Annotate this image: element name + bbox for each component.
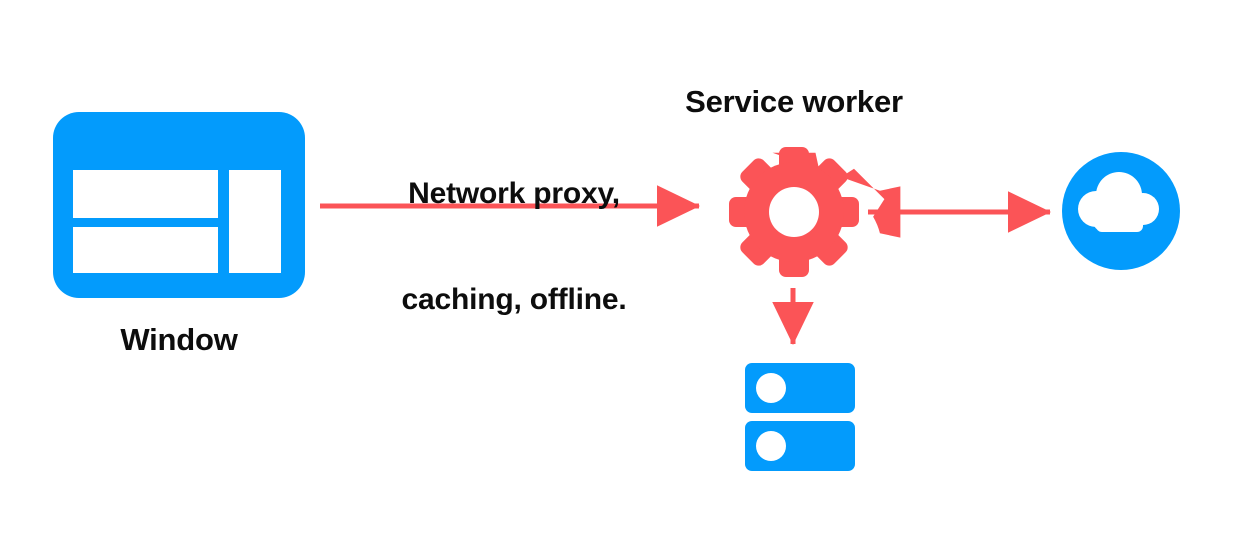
edge-label-line-1: Network proxy, [408, 176, 620, 210]
gear-icon [772, 152, 901, 238]
database-storage-icon [745, 363, 855, 471]
edge-label-line-2: caching, offline. [401, 282, 627, 316]
node-cache-storage[interactable] [745, 363, 855, 471]
edge-label-network-proxy: Network proxy, caching, offline. [380, 105, 648, 388]
storage-indicator-bottom [756, 431, 786, 461]
window-pane-top-left [73, 170, 218, 218]
gear-icon-shape [729, 147, 859, 277]
gear-center-hole [769, 187, 819, 237]
node-service-worker[interactable] [697, 147, 908, 277]
storage-indicator-top [756, 373, 786, 403]
window-pane-bottom-left [73, 227, 218, 273]
service-worker-node-label: Service worker [685, 84, 903, 119]
node-cloud[interactable] [1062, 152, 1180, 270]
cloud-icon [1078, 172, 1159, 232]
window-pane-right [229, 170, 281, 273]
window-node-label: Window [120, 322, 238, 357]
node-window[interactable] [53, 112, 305, 298]
